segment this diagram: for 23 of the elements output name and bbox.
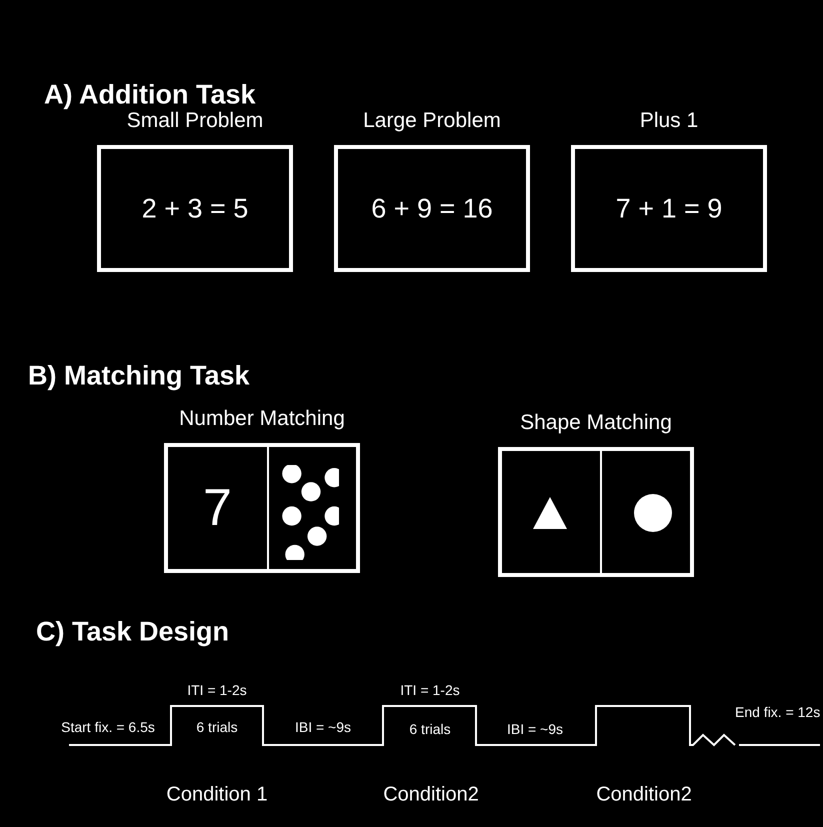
timing-label: 6 trials (409, 721, 451, 737)
section-heading: A) Addition Task (44, 80, 256, 110)
condition-label: Condition 1 (166, 784, 268, 806)
timing-label: Start fix. = 6.5s (61, 719, 155, 735)
condition-label: Condition2 (596, 784, 692, 806)
timing-label: IBI = ~9s (506, 721, 564, 737)
timing-label: ITI = 1-2s (187, 682, 247, 698)
stimulus-heading: Small Problem (126, 109, 264, 133)
digit-text: 7 (203, 478, 232, 538)
stimulus-heading: Plus 1 (640, 109, 698, 133)
timing-label: IBI = ~9s (294, 719, 352, 735)
equation-text: 2 + 3 = 5 (142, 193, 248, 224)
section-heading: B) Matching Task (28, 360, 250, 392)
section-heading: C) Task Design (36, 616, 230, 648)
equation-text: 7 + 1 = 9 (616, 193, 722, 224)
stimulus-heading: Shape Matching (520, 411, 672, 435)
timing-label: 6 trials (196, 719, 238, 735)
timing-label: End fix. = 12s (735, 704, 820, 720)
condition-label: Condition2 (383, 784, 479, 806)
timing-label: ITI = 1-2s (400, 682, 460, 698)
stimulus-heading: Number Matching (179, 407, 345, 431)
stimulus-heading: Large Problem (363, 109, 501, 133)
equation-text: 6 + 9 = 16 (371, 193, 493, 224)
